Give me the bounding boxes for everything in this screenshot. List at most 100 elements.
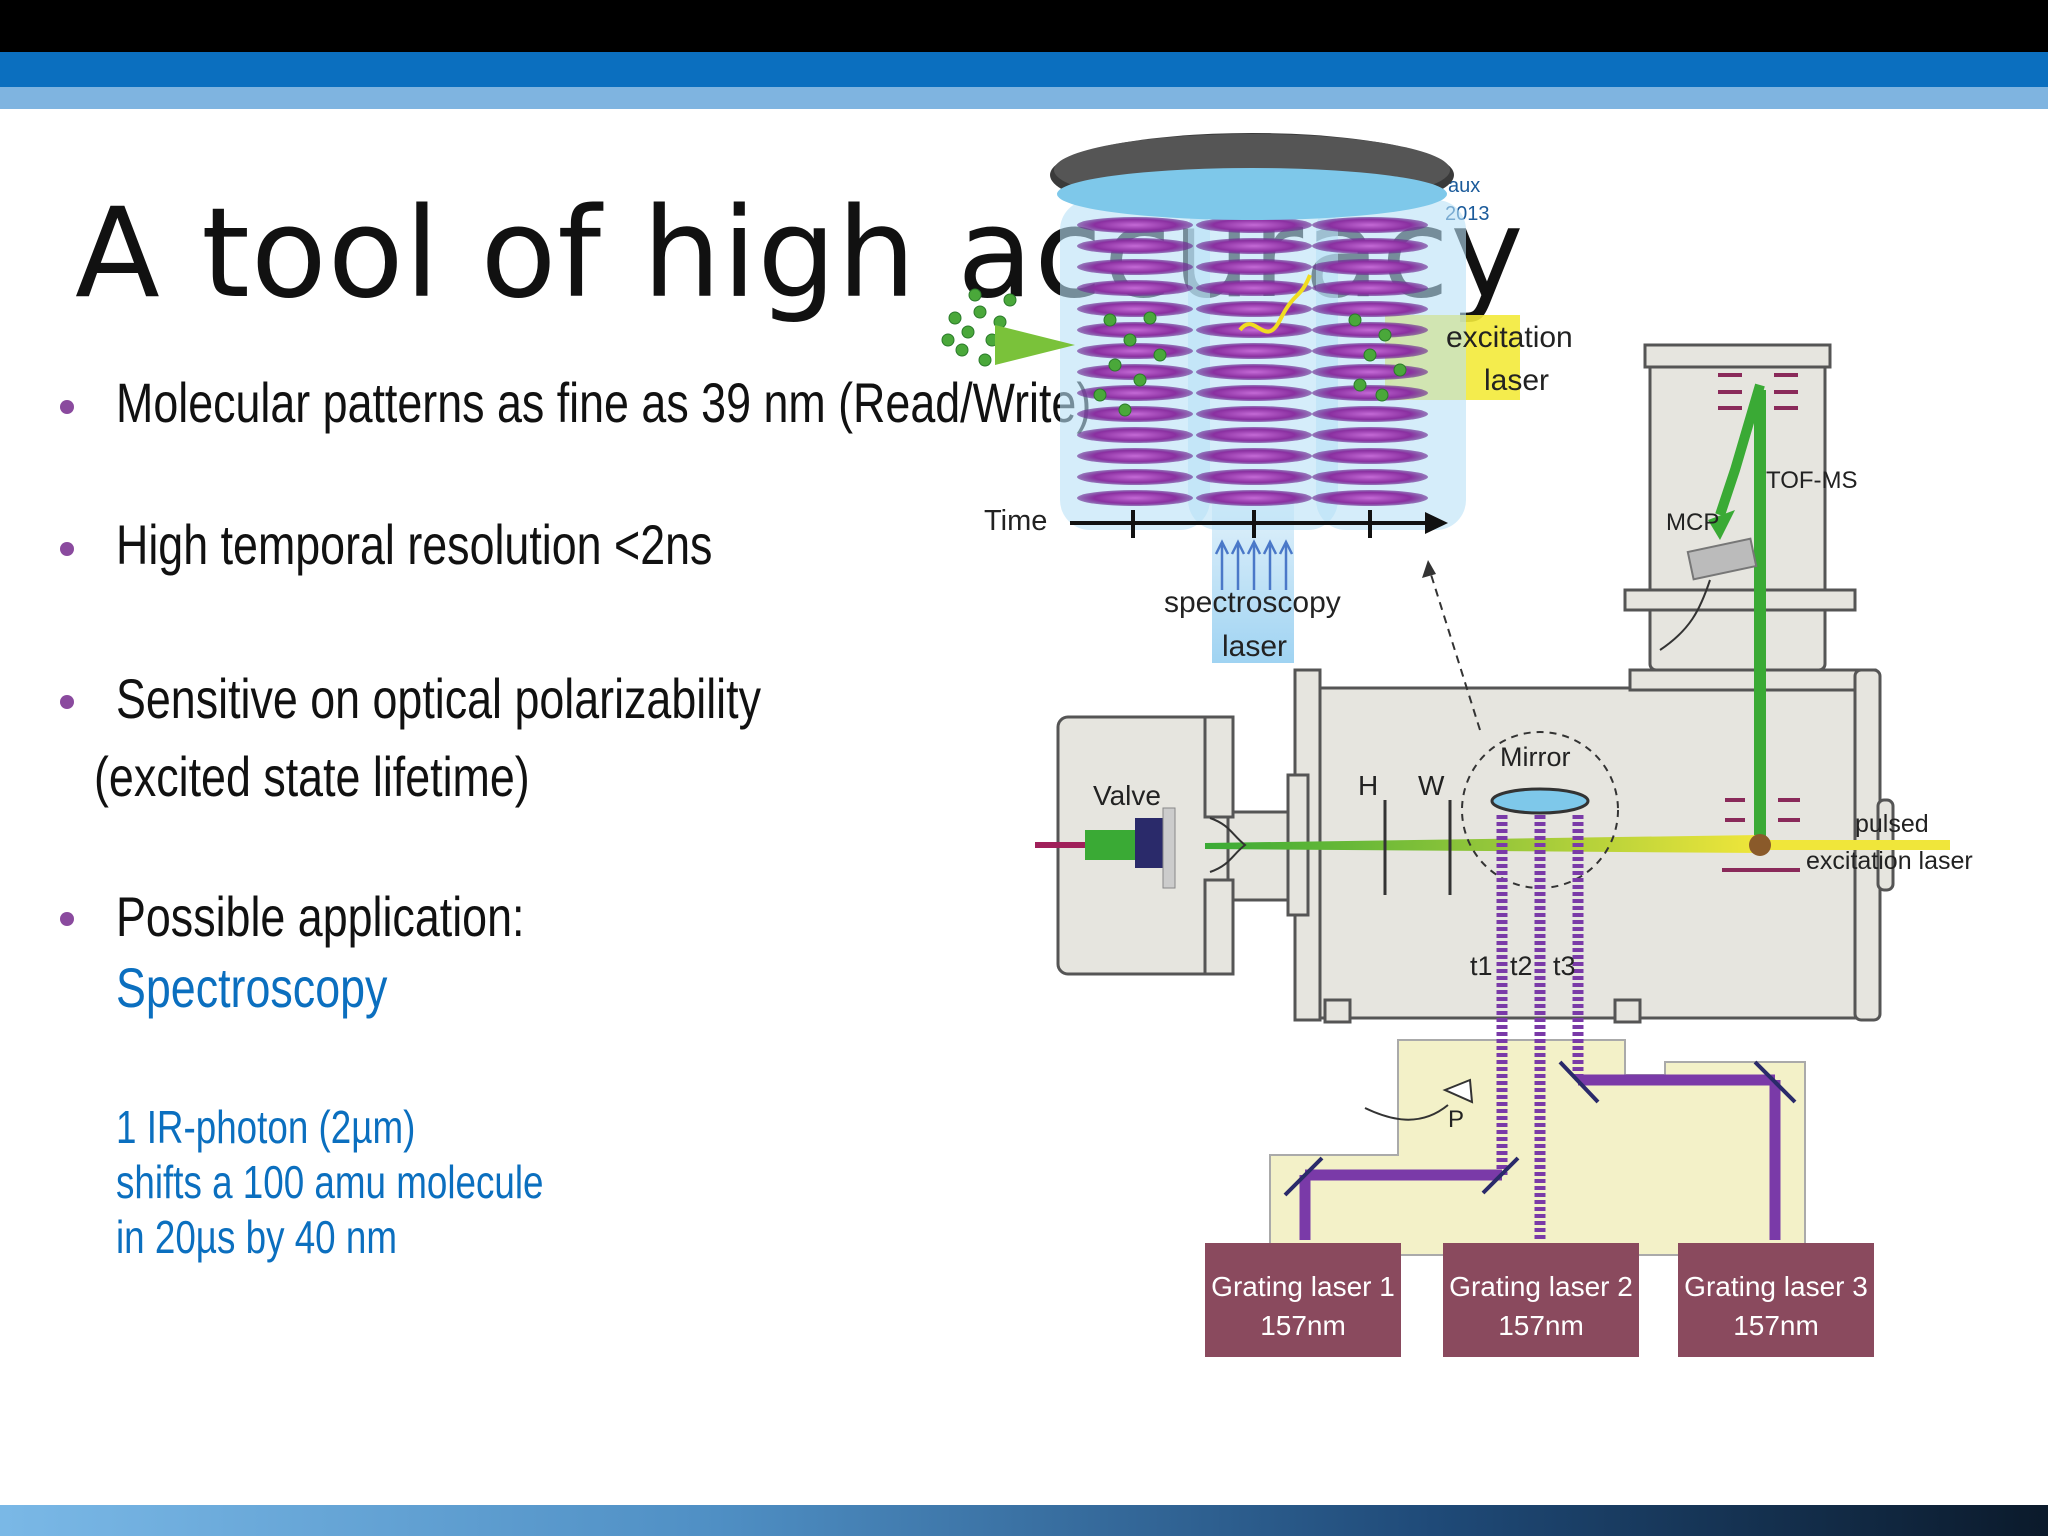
pulsed-label: pulsed (1855, 810, 1929, 838)
wave-stack-1 (1077, 217, 1193, 506)
excitation-label-1: excitation (1446, 321, 1573, 354)
t2-label: t2 (1510, 951, 1533, 981)
grating-laser-3: Grating laser 3 157nm (1678, 1243, 1874, 1357)
molecule-dot (1103, 313, 1117, 327)
molecule-dot (1118, 403, 1132, 417)
bullet-dot (60, 400, 74, 414)
grating-laser-2-wavelength: 157nm (1498, 1310, 1584, 1341)
bullet-4: Possible application: (116, 885, 525, 948)
bullet-dot (60, 695, 74, 709)
molecule-dot (1393, 363, 1407, 377)
bullet-3: Sensitive on optical polarizability (116, 667, 761, 730)
standing-wave-blob (1077, 364, 1193, 380)
standing-wave-blob (1312, 280, 1428, 296)
grating-laser-2-name: Grating laser 2 (1449, 1271, 1633, 1302)
standing-wave-blob (1077, 406, 1193, 422)
standing-wave-blob (1077, 322, 1193, 338)
standing-wave-blob (1077, 448, 1193, 464)
standing-wave-blob (1196, 343, 1312, 359)
molecule-dot (973, 305, 987, 319)
vacuum-chamber (1056, 343, 1895, 1256)
h-label: H (1358, 770, 1378, 801)
standing-wave-blob (1196, 259, 1312, 275)
note-line-2: shifts a 100 amu molecule (116, 1156, 544, 1208)
grating-laser-1-name: Grating laser 1 (1211, 1271, 1395, 1302)
standing-wave-blob (1196, 238, 1312, 254)
spectroscopy-label-2: laser (1222, 630, 1287, 663)
molecule-dot (1363, 348, 1377, 362)
note-line-3: in 20µs by 40 nm (116, 1211, 397, 1263)
grating-laser-1-wavelength: 157nm (1260, 1310, 1346, 1341)
standing-wave-blob (1077, 469, 1193, 485)
molecular-beam (1035, 798, 1950, 895)
molecule-dot (1143, 311, 1157, 325)
top-bar (0, 0, 2048, 52)
molecule-dot (1133, 373, 1147, 387)
molecule-dot (1378, 328, 1392, 342)
molecule-dot (1108, 358, 1122, 372)
bullet-4-application: Spectroscopy (116, 956, 388, 1019)
molecule-dot (1375, 388, 1389, 402)
standing-wave-blob (1312, 259, 1428, 275)
molecule-dot (1353, 378, 1367, 392)
standing-wave-blob (1312, 469, 1428, 485)
footer-band (0, 1505, 2048, 1536)
molecule-dot (1003, 293, 1017, 307)
standing-wave-blob (1312, 385, 1428, 401)
standing-wave-blob (1312, 364, 1428, 380)
standing-wave-blob (1196, 406, 1312, 422)
standing-wave-blob (1077, 259, 1193, 275)
standing-wave-blob (1196, 301, 1312, 317)
standing-wave-blob (1196, 280, 1312, 296)
p-label: P (1448, 1106, 1464, 1133)
standing-wave-blob (1312, 427, 1428, 443)
molecule-dot (1153, 348, 1167, 362)
mcp-label: MCP (1666, 509, 1719, 536)
bullet-dot (60, 912, 74, 926)
standing-wave-blob (1196, 427, 1312, 443)
standing-wave-blob (1196, 364, 1312, 380)
excitation-label-2: laser (1484, 364, 1549, 397)
note-line-1: 1 IR-photon (2µm) (116, 1101, 416, 1153)
w-label: W (1418, 770, 1445, 801)
bullet-dot (60, 542, 74, 556)
standing-wave-blob (1312, 490, 1428, 506)
standing-wave-blob (1312, 322, 1428, 338)
standing-wave-blob (1077, 490, 1193, 506)
tof-ms-label: TOF-MS (1766, 467, 1858, 494)
valve-label: Valve (1093, 780, 1161, 811)
molecule-dot (948, 311, 962, 325)
grating-laser-3-name: Grating laser 3 (1684, 1271, 1868, 1302)
molecule-dot (961, 325, 975, 339)
molecule-dot (941, 333, 955, 347)
bullet-3-sub: (excited state lifetime) (94, 745, 530, 808)
tof-beam (1659, 373, 1798, 845)
standing-wave-blob (1196, 217, 1312, 233)
time-label: Time (984, 505, 1047, 537)
standing-wave-blob (1077, 301, 1193, 317)
spectroscopy-label-1: spectroscopy (1164, 586, 1341, 619)
molecule-dot (955, 343, 969, 357)
wave-stack-3 (1312, 217, 1428, 506)
standing-wave-blob (1077, 217, 1193, 233)
standing-wave-inset (941, 133, 1520, 663)
grating-laser-1: Grating laser 1 157nm (1205, 1243, 1401, 1357)
corner-fragment-1: aux (1448, 175, 1480, 197)
standing-wave-blob (1312, 238, 1428, 254)
molecule-cloud (941, 288, 1407, 417)
molecule-dot (978, 353, 992, 367)
standing-wave-blob (1312, 217, 1428, 233)
wave-stack-2 (1196, 217, 1312, 506)
molecule-dot (1123, 333, 1137, 347)
molecule-dot (1093, 388, 1107, 402)
standing-wave-blob (1312, 448, 1428, 464)
grating-beams (1283, 815, 1797, 1240)
standing-wave-blob (1196, 490, 1312, 506)
mirror-label: Mirror (1500, 742, 1570, 772)
standing-wave-blob (1077, 238, 1193, 254)
header-band-light (0, 87, 2048, 109)
pulsed-laser-label: excitation laser (1806, 847, 1973, 875)
grating-laser-3-wavelength: 157nm (1733, 1310, 1819, 1341)
standing-wave-blob (1312, 301, 1428, 317)
